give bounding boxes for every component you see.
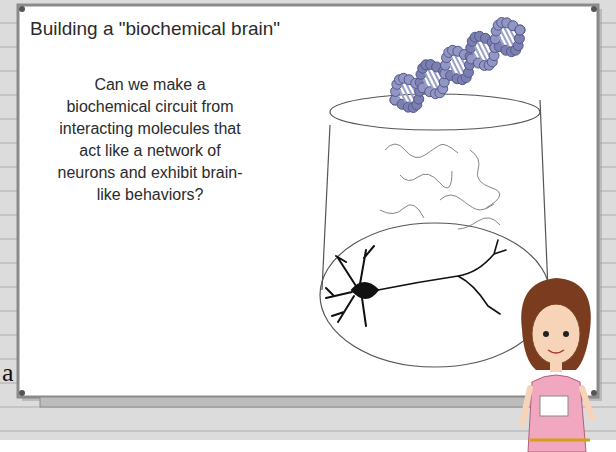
- neuron: [326, 240, 506, 326]
- molecule-strands: [380, 144, 500, 229]
- whiteboard: [18, 5, 598, 397]
- dna-helix: [390, 18, 525, 113]
- zoom-funnel: [320, 94, 550, 367]
- cut-letter: a: [2, 358, 14, 388]
- cartoon-woman: [521, 278, 592, 452]
- slide-title: Building a "biochemical brain": [30, 18, 280, 40]
- wall: [0, 0, 616, 440]
- board-ledge: [40, 397, 580, 407]
- question-text: Can we make a biochemical circuit from i…: [52, 74, 248, 206]
